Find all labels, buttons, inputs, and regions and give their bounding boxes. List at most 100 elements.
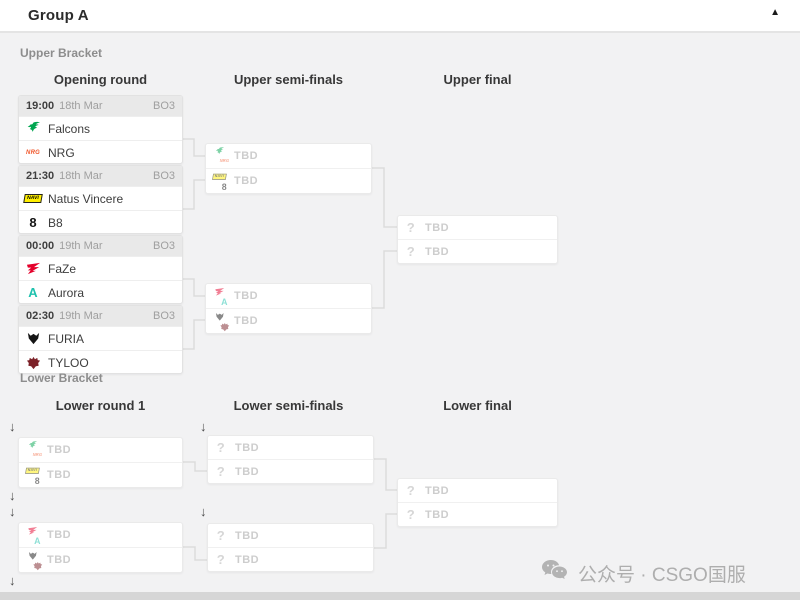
drop-down-arrow-icon: ↓	[9, 488, 16, 503]
match-card-falcons-nrg: 19:00 18th Mar BO3 Falcons NRG NRG	[18, 95, 183, 164]
tbd-label: TBD	[234, 175, 259, 187]
b8-logo-icon: 8	[34, 475, 41, 486]
match-format-badge: BO3	[152, 310, 175, 322]
lower-final-card: ? TBD ? TBD	[397, 478, 558, 527]
falcons-logo-icon	[27, 440, 38, 451]
team-row-furia[interactable]: FURIA	[19, 326, 182, 350]
nrg-logo-icon: NRG	[32, 453, 43, 458]
team-row-faze[interactable]: FaZe	[19, 256, 182, 280]
furia-logo-icon	[25, 331, 41, 347]
match-header: 00:00 19th Mar BO3	[19, 236, 182, 256]
possible-teams-icons: NRG	[212, 144, 234, 168]
lower-round1-match-2-card: A TBD TBD	[18, 522, 183, 573]
drop-down-arrow-icon: ↓	[200, 504, 207, 519]
tbd-slot: ? TBD	[208, 524, 373, 547]
team-name: Aurora	[48, 285, 85, 300]
possible-teams-icons	[25, 548, 47, 572]
tbd-slot: ? TBD	[208, 459, 373, 483]
watermark: 公众号 · CSGO国服	[541, 559, 746, 588]
tbd-slot: TBD	[206, 308, 371, 333]
tbd-slot: NRG TBD	[19, 438, 182, 462]
tbd-label: TBD	[47, 529, 72, 541]
tbd-label: TBD	[47, 469, 72, 481]
column-header-upper-semi-finals: Upper semi-finals	[233, 72, 344, 87]
unknown-team-icon: ?	[216, 552, 226, 567]
tbd-slot: ? TBD	[398, 479, 557, 502]
collapse-caret-icon[interactable]: ▲	[770, 7, 780, 18]
tbd-label: TBD	[425, 245, 450, 258]
tbd-slot: ? TBD	[398, 502, 557, 526]
tbd-label: TBD	[235, 553, 260, 566]
unknown-team-icon: ?	[406, 507, 416, 522]
team-row-natus-vincere[interactable]: NAVI Natus Vincere	[19, 186, 182, 210]
lower-semi-final-1-card: ? TBD ? TBD	[207, 435, 374, 484]
faze-logo-icon	[25, 261, 41, 277]
tbd-label: TBD	[425, 221, 450, 234]
match-date: 19th Mar	[59, 240, 103, 252]
team-name: NRG	[48, 145, 75, 160]
navi-logo-icon: NAVI	[23, 191, 43, 207]
tbd-slot: NRG TBD	[206, 144, 371, 168]
match-format-badge: BO3	[152, 100, 175, 112]
match-format-badge: BO3	[152, 170, 175, 182]
match-time: 00:00	[26, 240, 55, 252]
tbd-label: TBD	[235, 441, 260, 454]
match-header: 02:30 19th Mar BO3	[19, 306, 182, 326]
tbd-slot: ? TBD	[208, 436, 373, 459]
match-card-navi-b8: 21:30 18th Mar BO3 NAVI Natus Vincere 8 …	[18, 165, 183, 234]
column-header-opening-round: Opening round	[53, 72, 148, 87]
team-name: FURIA	[48, 331, 84, 346]
match-time: 19:00	[26, 100, 55, 112]
team-row-tyloo[interactable]: TYLOO	[19, 350, 182, 374]
tbd-label: TBD	[235, 465, 260, 478]
tbd-label: TBD	[425, 484, 450, 497]
team-name: FaZe	[48, 261, 77, 276]
lower-semi-final-2-card: ? TBD ? TBD	[207, 523, 374, 572]
drop-down-arrow-icon: ↓	[9, 419, 16, 434]
tbd-slot: ? TBD	[398, 216, 557, 239]
furia-logo-icon	[27, 550, 38, 561]
drop-down-arrow-icon: ↓	[9, 504, 16, 519]
tbd-label: TBD	[234, 290, 259, 302]
b8-logo-icon: 8	[221, 181, 228, 192]
wechat-icon	[541, 559, 568, 588]
upper-final-card: ? TBD ? TBD	[397, 215, 558, 264]
group-header-bar: Group A ▲	[0, 0, 800, 33]
match-time: 02:30	[26, 310, 55, 322]
tbd-label: TBD	[234, 150, 259, 162]
team-row-aurora[interactable]: A Aurora	[19, 280, 182, 304]
faze-logo-icon	[27, 525, 38, 536]
tbd-label: TBD	[47, 554, 72, 566]
team-row-falcons[interactable]: Falcons	[19, 116, 182, 140]
tbd-slot: NAVI 8 TBD	[206, 168, 371, 193]
match-date: 18th Mar	[59, 170, 103, 182]
tbd-label: TBD	[47, 444, 72, 456]
upper-semi-final-2-card: A TBD TBD	[205, 283, 372, 334]
possible-teams-icons: A	[212, 284, 234, 308]
team-row-nrg[interactable]: NRG NRG	[19, 140, 182, 164]
tbd-label: TBD	[235, 529, 260, 542]
possible-teams-icons	[212, 309, 234, 333]
tyloo-logo-icon	[32, 560, 43, 571]
possible-teams-icons: A	[25, 523, 47, 547]
team-name: TYLOO	[48, 355, 89, 370]
match-header: 19:00 18th Mar BO3	[19, 96, 182, 116]
tbd-slot: A TBD	[19, 523, 182, 547]
possible-teams-icons: NRG	[25, 438, 47, 462]
upper-semi-final-1-card: NRG TBD NAVI 8 TBD	[205, 143, 372, 194]
match-card-furia-tyloo: 02:30 19th Mar BO3 FURIA TYLOO	[18, 305, 183, 374]
unknown-team-icon: ?	[216, 464, 226, 479]
group-title: Group A	[28, 7, 89, 24]
team-name: Natus Vincere	[48, 191, 124, 206]
drop-down-arrow-icon: ↓	[200, 419, 207, 434]
tyloo-logo-icon	[25, 355, 41, 371]
tbd-slot: NAVI 8 TBD	[19, 462, 182, 487]
possible-teams-icons: NAVI 8	[25, 463, 47, 487]
tyloo-logo-icon	[219, 321, 230, 332]
match-format-badge: BO3	[152, 240, 175, 252]
aurora-logo-icon: A	[34, 535, 41, 546]
team-name: Falcons	[48, 121, 91, 136]
team-row-b8[interactable]: 8 B8	[19, 210, 182, 234]
column-header-lower-semi-finals: Lower semi-finals	[233, 398, 344, 413]
